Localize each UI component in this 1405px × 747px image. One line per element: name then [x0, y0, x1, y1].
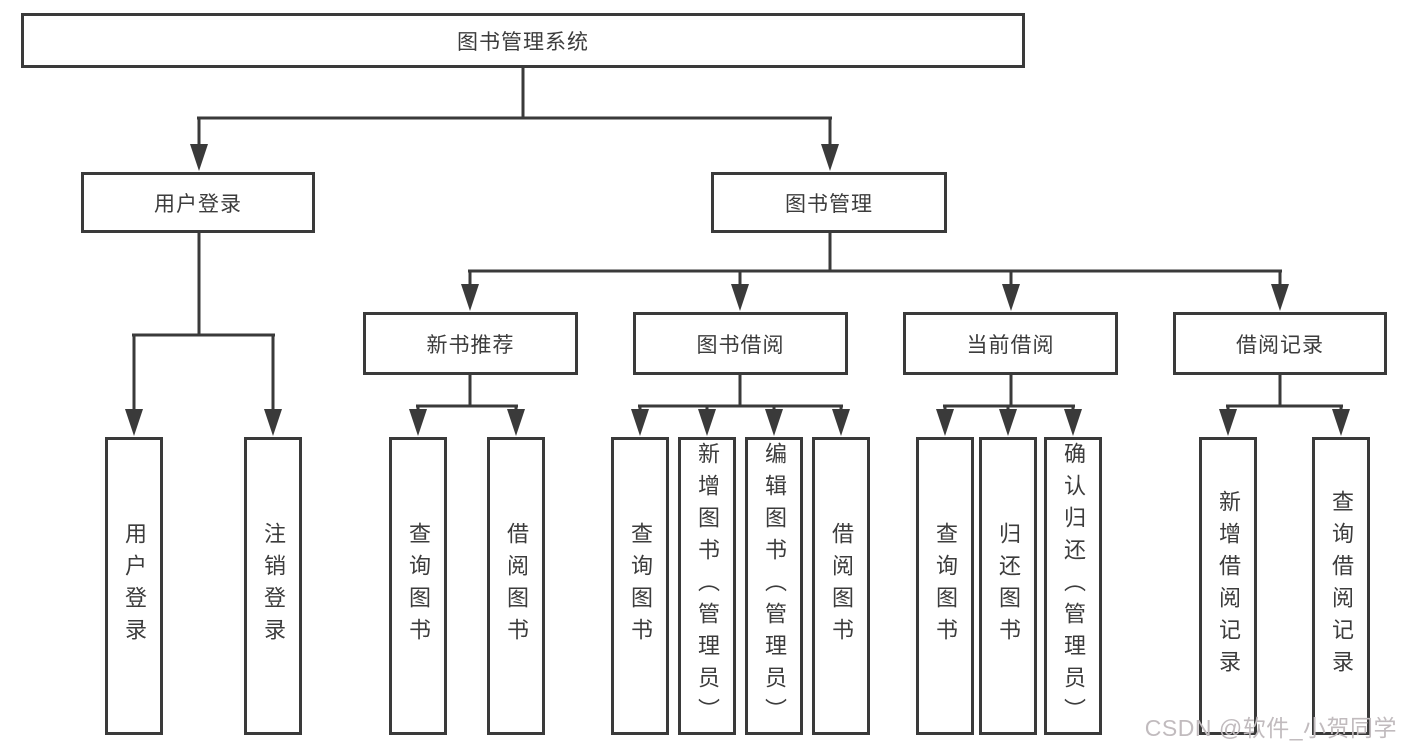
connector-newbook-to-leaves	[409, 375, 525, 436]
node-book-management: 图书管理	[711, 172, 947, 233]
leaf-add-borrow-record: 新增借阅记录	[1199, 437, 1257, 735]
connector-bookmgmt-to-level3	[461, 233, 1289, 311]
leaf-borrow-books-recommend: 借阅图书	[487, 437, 545, 735]
leaf-edit-books-admin: 编辑图书（管理员）	[745, 437, 803, 735]
node-user-login: 用户登录	[81, 172, 315, 233]
leaf-return-books: 归还图书	[979, 437, 1037, 735]
connector-records-to-leaves	[1219, 375, 1350, 436]
node-borrow-records-label: 借阅记录	[1236, 333, 1324, 357]
node-new-book-recommend-label: 新书推荐	[426, 333, 515, 357]
leaf-logout: 注销登录	[244, 437, 302, 735]
leaf-query-books-borrow: 查询图书	[611, 437, 669, 735]
connector-userlogin-to-leaves	[125, 233, 282, 436]
leaf-query-books-recommend: 查询图书	[389, 437, 447, 735]
node-current-borrow-label: 当前借阅	[966, 333, 1055, 357]
node-user-login-label: 用户登录	[154, 192, 242, 216]
leaf-borrow-books: 借阅图书	[812, 437, 870, 735]
node-book-borrow: 图书借阅	[633, 312, 848, 375]
connector-borrow-to-leaves	[631, 375, 850, 436]
node-current-borrow: 当前借阅	[903, 312, 1118, 375]
node-root-label: 图书管理系统	[457, 30, 589, 54]
leaf-query-borrow-record: 查询借阅记录	[1312, 437, 1370, 735]
connector-root-to-level2	[190, 68, 839, 171]
leaf-user-login: 用户登录	[105, 437, 163, 735]
csdn-watermark: CSDN @软件_小贺同学	[1144, 715, 1397, 741]
leaf-query-books-current: 查询图书	[916, 437, 974, 735]
node-new-book-recommend: 新书推荐	[363, 312, 578, 375]
node-borrow-records: 借阅记录	[1173, 312, 1387, 375]
node-book-borrow-label: 图书借阅	[696, 333, 785, 357]
leaf-confirm-return-admin: 确认归还（管理员）	[1044, 437, 1102, 735]
node-root-library-system: 图书管理系统	[21, 13, 1025, 68]
node-book-management-label: 图书管理	[785, 192, 873, 216]
leaf-add-books-admin: 新增图书（管理员）	[678, 437, 736, 735]
connector-current-to-leaves	[936, 375, 1082, 436]
